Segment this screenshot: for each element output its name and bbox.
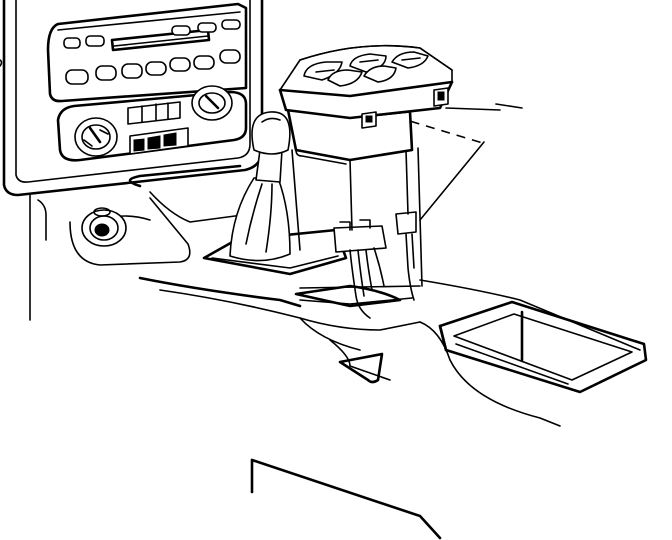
- console-opening: [294, 284, 413, 308]
- wiring-connector: [333, 211, 417, 319]
- lower-panel: [250, 352, 442, 540]
- console-body: [29, 164, 641, 427]
- storage-compartment: [438, 300, 648, 394]
- switch-module: [278, 44, 454, 165]
- cigarette-lighter: [81, 207, 127, 247]
- radio-head-unit: [46, 2, 248, 103]
- hvac-control-panel: [56, 85, 248, 162]
